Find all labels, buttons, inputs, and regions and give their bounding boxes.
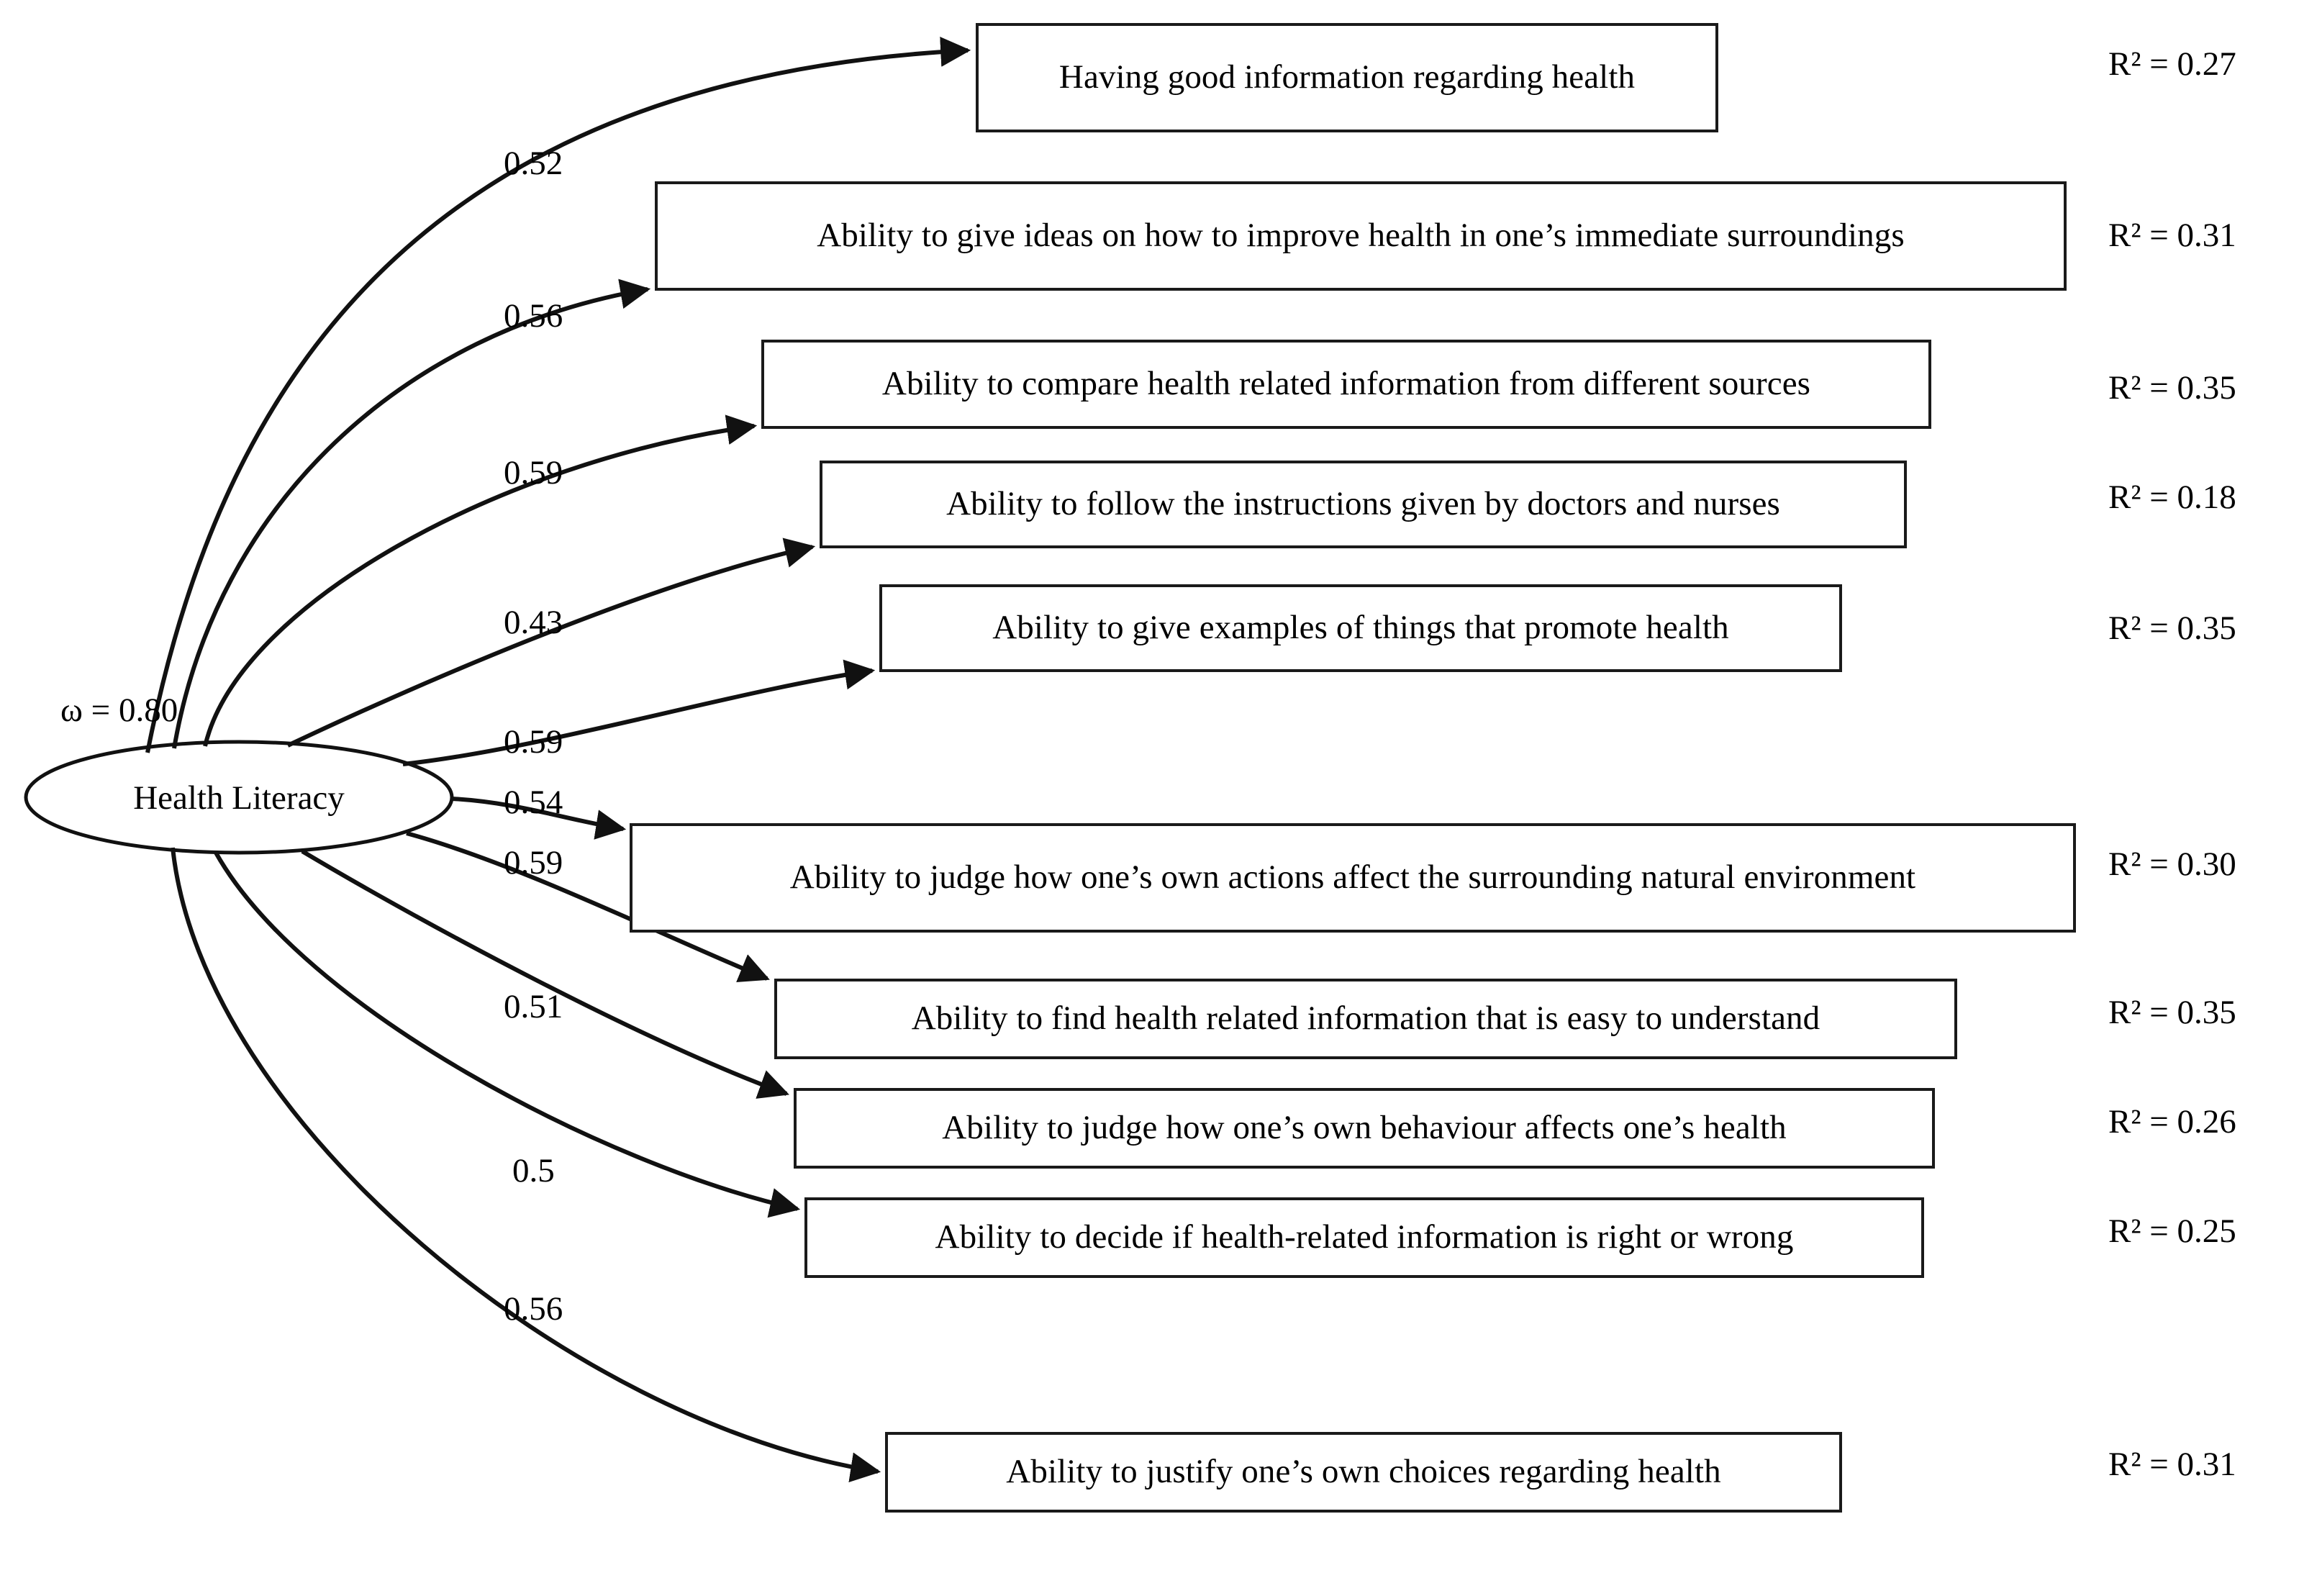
path-arrow-8 xyxy=(301,849,789,1099)
rsq-label-8: R² = 0.26 xyxy=(2108,1103,2236,1141)
indicator-box-7[interactable]: Ability to find health related informati… xyxy=(774,979,1957,1059)
rsq-label-4: R² = 0.18 xyxy=(2108,479,2236,516)
indicator-box-4[interactable]: Ability to follow the instructions given… xyxy=(820,461,1907,548)
path-arrow-1 xyxy=(145,36,971,753)
latent-variable-label: Health Literacy xyxy=(133,779,345,817)
path-arrow-4 xyxy=(286,538,816,748)
rsq-label-9: R² = 0.25 xyxy=(2108,1212,2236,1250)
indicator-label-8: Ability to judge how one’s own behaviour… xyxy=(942,1109,1787,1147)
path-arrow-6 xyxy=(451,797,627,840)
path-arrow-2 xyxy=(172,278,651,749)
loading-label-10: 0.56 xyxy=(504,1290,563,1328)
rsq-label-5: R² = 0.35 xyxy=(2108,609,2236,647)
loading-label-8: 0.51 xyxy=(504,988,563,1025)
loading-label-4: 0.43 xyxy=(504,604,563,641)
loading-label-5: 0.59 xyxy=(504,723,563,761)
indicator-label-7: Ability to find health related informati… xyxy=(911,999,1820,1038)
rsq-label-7: R² = 0.35 xyxy=(2108,994,2236,1031)
indicator-box-5[interactable]: Ability to give examples of things that … xyxy=(879,584,1842,672)
indicator-label-1: Having good information regarding health xyxy=(1058,58,1636,96)
indicator-box-8[interactable]: Ability to judge how one’s own behaviour… xyxy=(794,1088,1935,1169)
indicator-label-6: Ability to judge how one’s own actions a… xyxy=(789,858,1916,897)
indicator-label-4: Ability to follow the instructions given… xyxy=(946,485,1780,523)
rsq-label-3: R² = 0.35 xyxy=(2108,369,2236,407)
indicator-box-1[interactable]: Having good information regarding health xyxy=(976,23,1718,132)
path-arrow-5 xyxy=(402,659,876,766)
rsq-label-1: R² = 0.27 xyxy=(2108,45,2236,83)
latent-variable-ellipse xyxy=(24,740,454,855)
loading-label-2: 0.56 xyxy=(504,297,563,335)
omega-reliability-label: ω = 0.80 xyxy=(60,692,178,729)
indicator-label-3: Ability to compare health related inform… xyxy=(881,365,1811,403)
rsq-label-2: R² = 0.31 xyxy=(2108,217,2236,254)
indicator-label-9: Ability to decide if health-related info… xyxy=(935,1218,1794,1256)
loading-label-9: 0.5 xyxy=(512,1152,555,1189)
indicator-label-2: Ability to give ideas on how to improve … xyxy=(817,217,1905,255)
indicator-box-2[interactable]: Ability to give ideas on how to improve … xyxy=(655,181,2067,291)
loading-label-7: 0.59 xyxy=(504,844,563,881)
loading-label-3: 0.59 xyxy=(504,454,563,491)
loading-label-6: 0.54 xyxy=(504,784,563,821)
loading-label-1: 0.52 xyxy=(504,145,563,182)
path-arrow-7 xyxy=(406,831,770,983)
indicator-box-10[interactable]: Ability to justify one’s own choices reg… xyxy=(885,1432,1842,1513)
rsq-label-6: R² = 0.30 xyxy=(2108,845,2236,883)
indicator-label-5: Ability to give examples of things that … xyxy=(992,609,1729,647)
rsq-label-10: R² = 0.31 xyxy=(2108,1446,2236,1483)
indicator-label-10: Ability to justify one’s own choices reg… xyxy=(1006,1453,1721,1491)
indicator-box-9[interactable]: Ability to decide if health-related info… xyxy=(804,1197,1924,1278)
path-arrow-3 xyxy=(203,414,758,747)
path-arrow-10 xyxy=(171,847,881,1482)
indicator-box-3[interactable]: Ability to compare health related inform… xyxy=(761,340,1931,429)
indicator-box-6[interactable]: Ability to judge how one’s own actions a… xyxy=(630,823,2076,933)
path-arrow-9 xyxy=(214,851,801,1218)
